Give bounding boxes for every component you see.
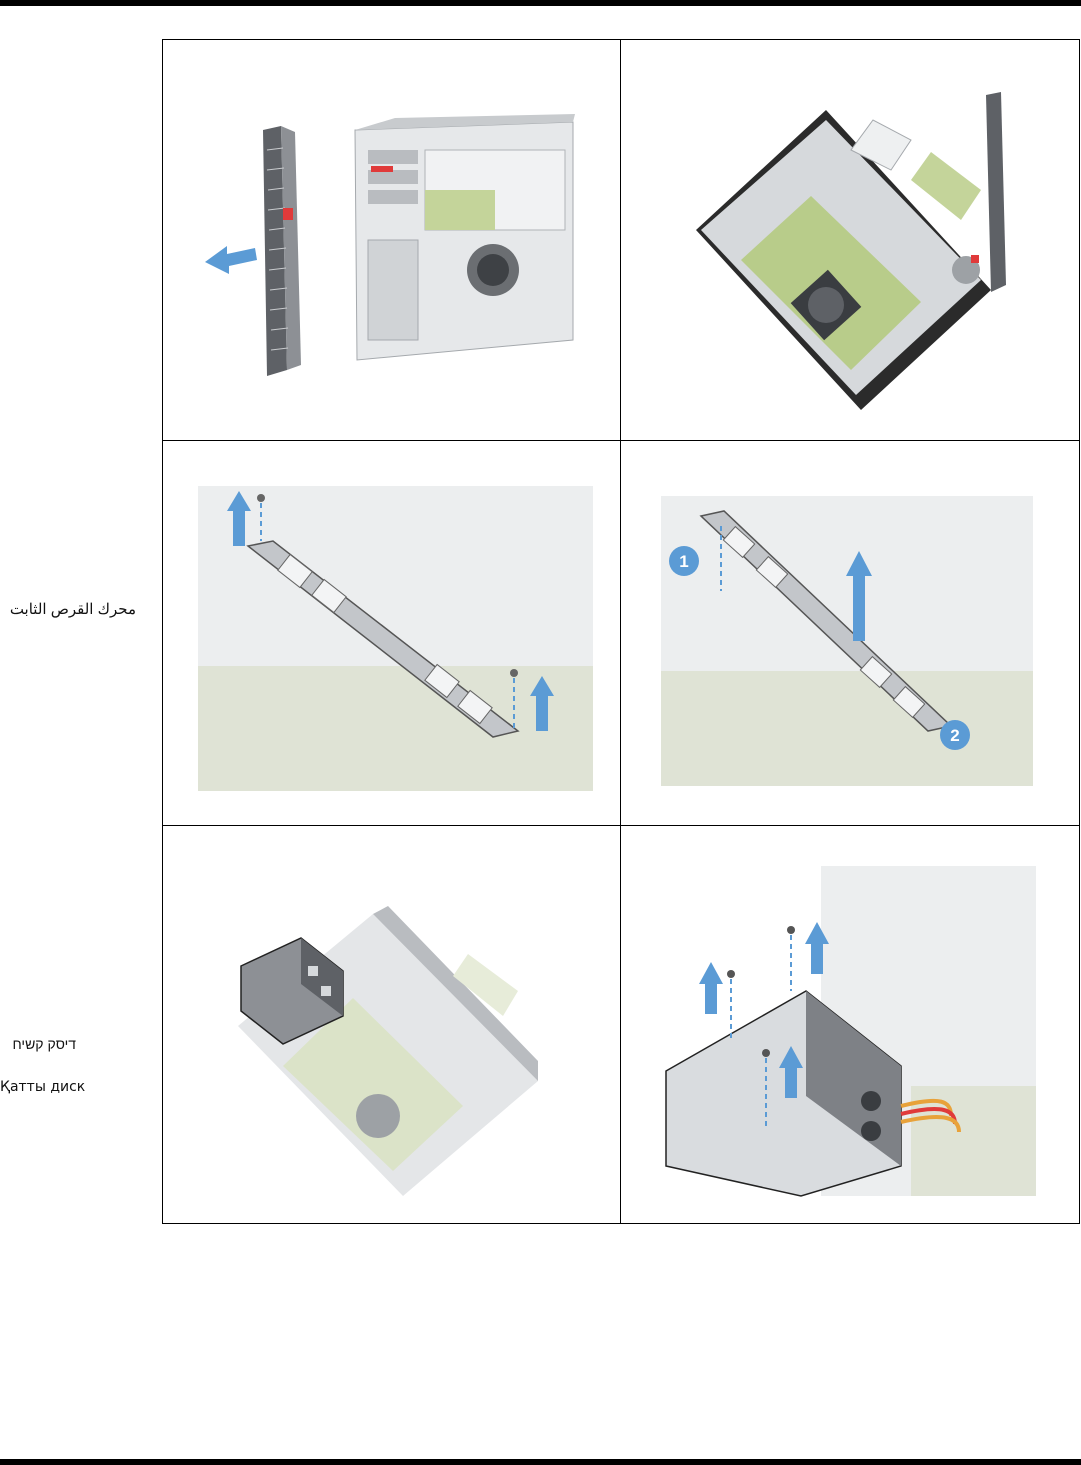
open-chassis — [696, 92, 1006, 410]
illustration-remove-bracket-screws — [163, 441, 621, 826]
arrow-left-icon — [205, 246, 257, 274]
step-2-badge: 2 — [940, 720, 970, 750]
screw-icon — [727, 970, 735, 1041]
illustration-remove-drive-cage-screws — [621, 826, 1079, 1223]
side-label-arabic: محرك القرص الثابت — [82, 600, 136, 618]
illustration-drive-cage-location — [163, 826, 621, 1223]
illustration-grid: 1 2 — [162, 39, 1080, 1224]
tower-chassis — [355, 114, 575, 360]
side-label-kazakh: Қатты диск — [0, 1079, 85, 1095]
front-bezel — [263, 126, 301, 376]
svg-text:1: 1 — [679, 552, 688, 571]
step-1-badge: 1 — [669, 546, 699, 576]
illustration-lift-bracket: 1 2 — [621, 441, 1079, 826]
side-label-hebrew: דיסק קשיח — [0, 1036, 76, 1052]
illustration-chassis-open-view — [621, 40, 1079, 441]
top-rule — [0, 0, 1081, 6]
arrow-up-icon — [699, 962, 723, 1014]
svg-text:2: 2 — [950, 726, 959, 745]
bottom-rule — [0, 1459, 1081, 1465]
illustration-remove-front-bezel — [163, 40, 621, 441]
screw-icon — [787, 926, 795, 991]
